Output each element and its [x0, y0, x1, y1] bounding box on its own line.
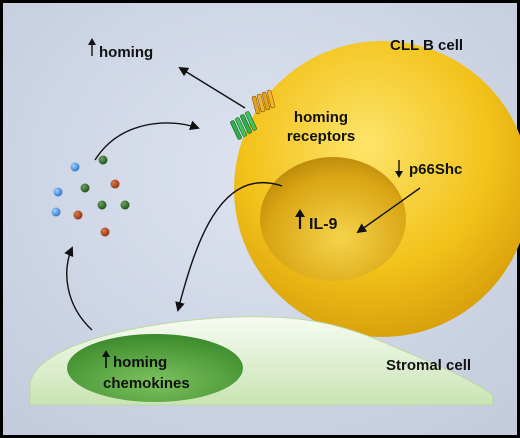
homing-chemokines-label-line1: homing: [113, 354, 167, 371]
arrow-down-icon: [395, 160, 403, 178]
receptor-orange-icon: [251, 89, 276, 115]
il9-label: IL-9: [309, 216, 338, 233]
chemokine-dot: [80, 183, 90, 193]
arrow-p66shc-to-il9: [356, 187, 421, 234]
chemokine-dot: [70, 162, 80, 172]
chemokine-dot: [97, 200, 107, 210]
arrow-up-icon: [102, 350, 110, 368]
arrow-il9-to-stroma: [175, 182, 283, 312]
cll-b-cell-label: CLL B cell: [390, 37, 463, 54]
receptor-green-icon: [230, 111, 257, 140]
homing-receptors-label-line2: receptors: [287, 128, 355, 145]
chemokine-dot: [53, 187, 63, 197]
arrow-up-icon: [295, 209, 305, 229]
arrow-receptors-to-homing: [178, 66, 246, 109]
chemokine-dot: [100, 227, 110, 237]
homing-receptors-label-line1: homing: [294, 109, 348, 126]
arrow-stroma-to-chemokines: [64, 246, 93, 331]
stromal-cell-label: Stromal cell: [386, 357, 471, 374]
chemokine-dot: [51, 207, 61, 217]
chemokine-dot: [73, 210, 83, 220]
homing-label: homing: [99, 44, 153, 61]
arrow-up-icon: [88, 38, 96, 56]
cell-nucleus: [260, 157, 406, 281]
chemokine-dot: [98, 155, 108, 165]
chemokine-cluster: [51, 155, 130, 237]
stromal-nucleus: [67, 334, 243, 402]
homing-chemokines-label-line2: chemokines: [103, 375, 190, 392]
p66shc-label: p66Shc: [409, 161, 462, 178]
chemokine-dot: [110, 179, 120, 189]
chemokine-dot: [120, 200, 130, 210]
arrow-chemokines-to-receptors: [94, 120, 200, 161]
